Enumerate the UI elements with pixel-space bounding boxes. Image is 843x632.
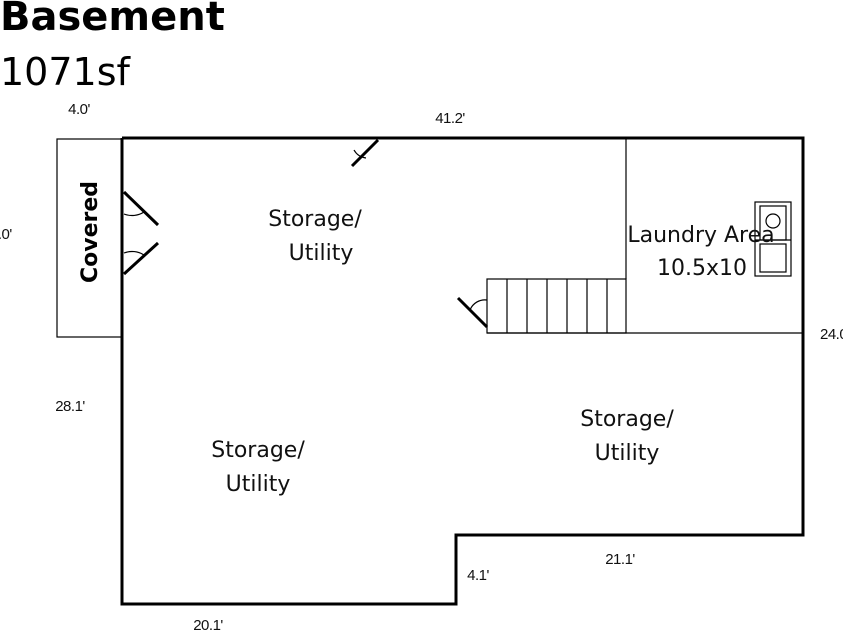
dim-notch: 4.1' [467,567,489,584]
stairs [486,278,627,334]
dim-bottom-left: 20.1' [193,617,223,632]
plan-title: Basement [0,0,225,40]
room-storage-1-line1: Storage/ [268,207,362,232]
exterior-wall [120,136,805,606]
dim-left: 28.1' [55,398,85,415]
room-storage-3-line1: Storage/ [580,407,674,432]
room-storage-1-line2: Utility [289,241,354,266]
door-top [350,138,380,168]
door-left-upper [122,190,160,227]
room-storage-2-line2: Utility [226,472,291,497]
dim-top: 41.2' [435,110,465,127]
room-storage-2-line1: Storage/ [211,438,305,463]
plan-area: 1071sf [0,50,130,94]
room-storage-3-line2: Utility [595,441,660,466]
covered-label: Covered [78,181,103,283]
door-left-lower [122,241,160,276]
dim-porch-height: 2.0' [0,226,12,243]
laundry-size: 10.5x10 [657,256,747,281]
dim-porch-width: 4.0' [68,101,90,118]
washer-dryer [754,201,792,277]
dim-bottom-right: 21.1' [605,551,635,568]
dim-right: 24.0' [820,326,843,343]
laundry-name: Laundry Area [627,223,774,248]
door-stair [456,296,489,329]
